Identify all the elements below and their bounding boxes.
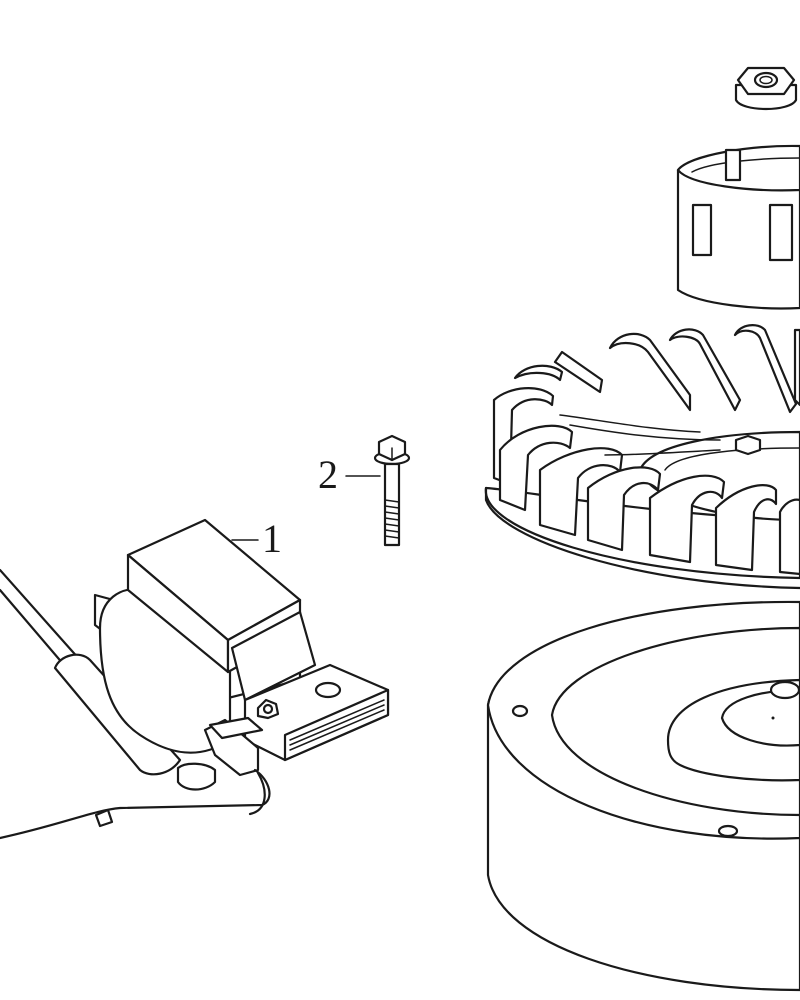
ignition-coil (0, 518, 390, 840)
cooling-fan (484, 324, 800, 590)
flange-nut (734, 66, 798, 110)
bolt (373, 434, 411, 547)
lamination-lines (289, 699, 385, 751)
callout-2: 2 (318, 452, 381, 497)
bolt-thread (384, 499, 400, 539)
callout-1: 1 (231, 516, 282, 561)
flywheel (486, 600, 800, 992)
callout-label: 1 (262, 516, 282, 561)
callout-label: 2 (318, 452, 338, 497)
starter-cup (676, 144, 800, 310)
